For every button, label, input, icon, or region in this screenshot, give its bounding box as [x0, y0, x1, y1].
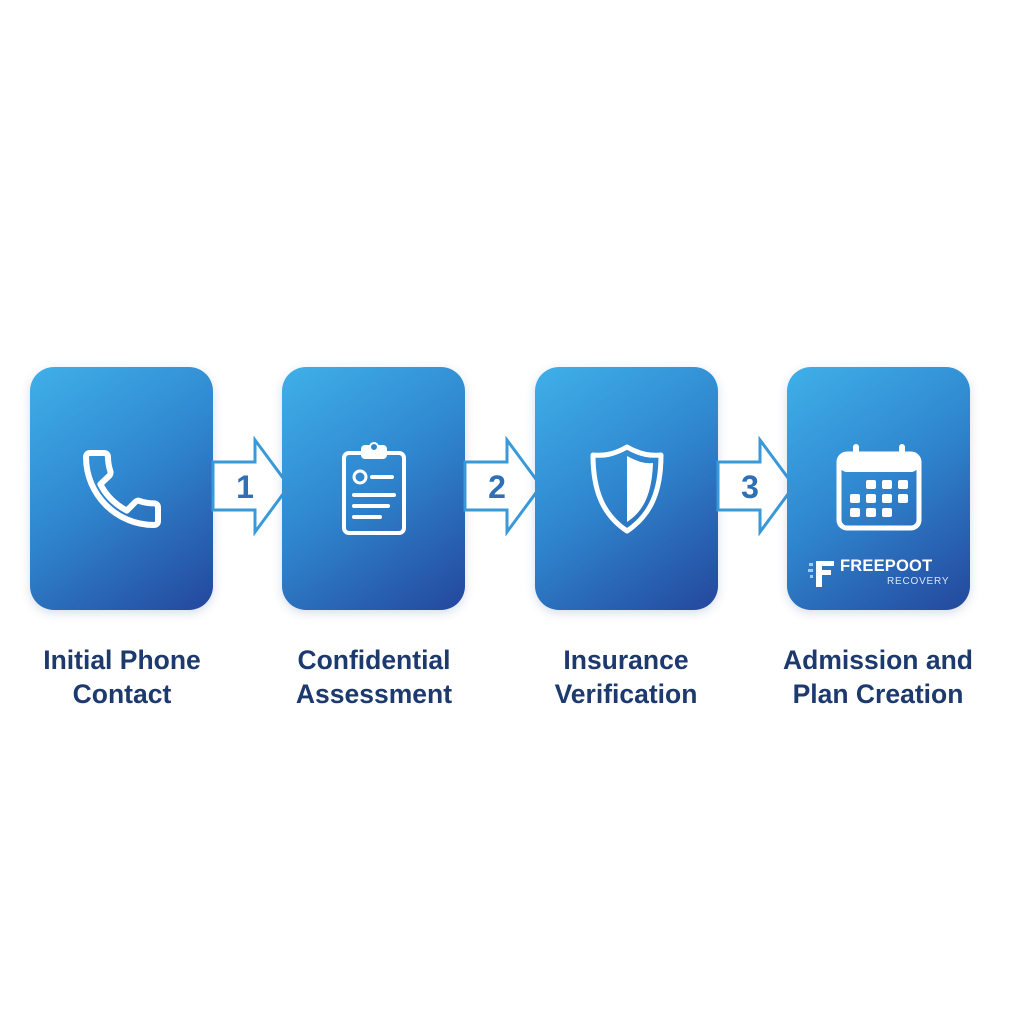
step-label-line: Assessment	[295, 679, 453, 709]
connector-number-3: 3	[741, 469, 759, 505]
connector-number-2: 2	[488, 469, 506, 505]
logo-name: FREEPOOT	[840, 557, 933, 575]
phone-icon	[82, 449, 161, 528]
calendar-icon	[836, 444, 921, 531]
step-label-4: Admission and Plan Creation	[758, 643, 998, 711]
step-label-line: Contact	[72, 679, 172, 709]
freepoot-recovery-logo: FREEPOOT RECOVERY	[808, 551, 958, 591]
step-label-line: Initial Phone	[43, 645, 201, 675]
clipboard-icon	[341, 441, 406, 535]
shield-icon	[590, 444, 663, 533]
step-label-2: Confidential Assessment	[254, 643, 494, 711]
connector-arrow-1: 1	[211, 436, 291, 536]
step-label-line: Verification	[554, 679, 698, 709]
step-tile-confidential-assessment	[282, 367, 465, 610]
step-tile-phone-contact	[30, 367, 213, 610]
connector-arrow-2: 2	[463, 436, 543, 536]
step-label-3: Insurance Verification	[506, 643, 746, 711]
step-label-line: Confidential	[297, 645, 451, 675]
step-label-1: Initial Phone Contact	[2, 643, 242, 711]
logo-subtitle: RECOVERY	[887, 576, 950, 587]
logo-mark-icon	[808, 561, 834, 587]
connector-number-1: 1	[236, 469, 254, 505]
step-label-line: Admission and	[783, 645, 973, 675]
step-label-line: Insurance	[563, 645, 689, 675]
step-label-line: Plan Creation	[792, 679, 964, 709]
step-tile-insurance-verification	[535, 367, 718, 610]
connector-arrow-3: 3	[716, 436, 796, 536]
